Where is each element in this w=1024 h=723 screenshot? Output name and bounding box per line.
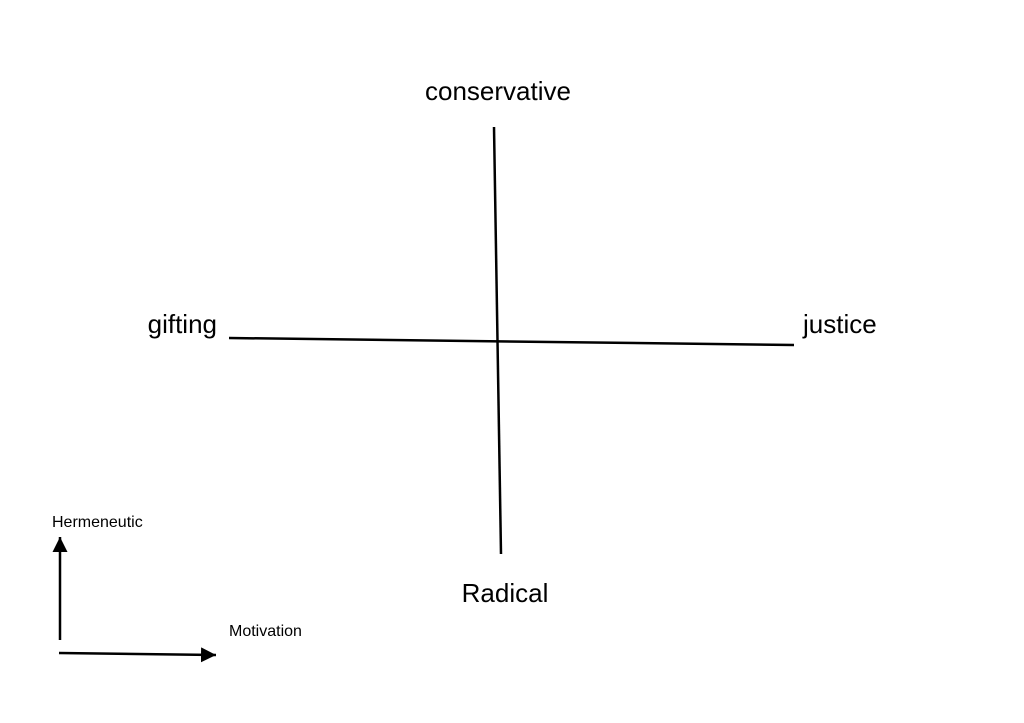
legend-vertical-label: Hermeneutic [52,514,143,531]
horizontal-axis-line [228,336,795,347]
legend-horizontal-arrow [58,647,217,663]
axis-label-right: justice [802,309,877,339]
axis-label-bottom: Radical [462,578,549,608]
axis-label-left: gifting [148,309,217,339]
axis-label-top: conservative [425,76,571,106]
legend-horizontal-label: Motivation [229,623,302,640]
